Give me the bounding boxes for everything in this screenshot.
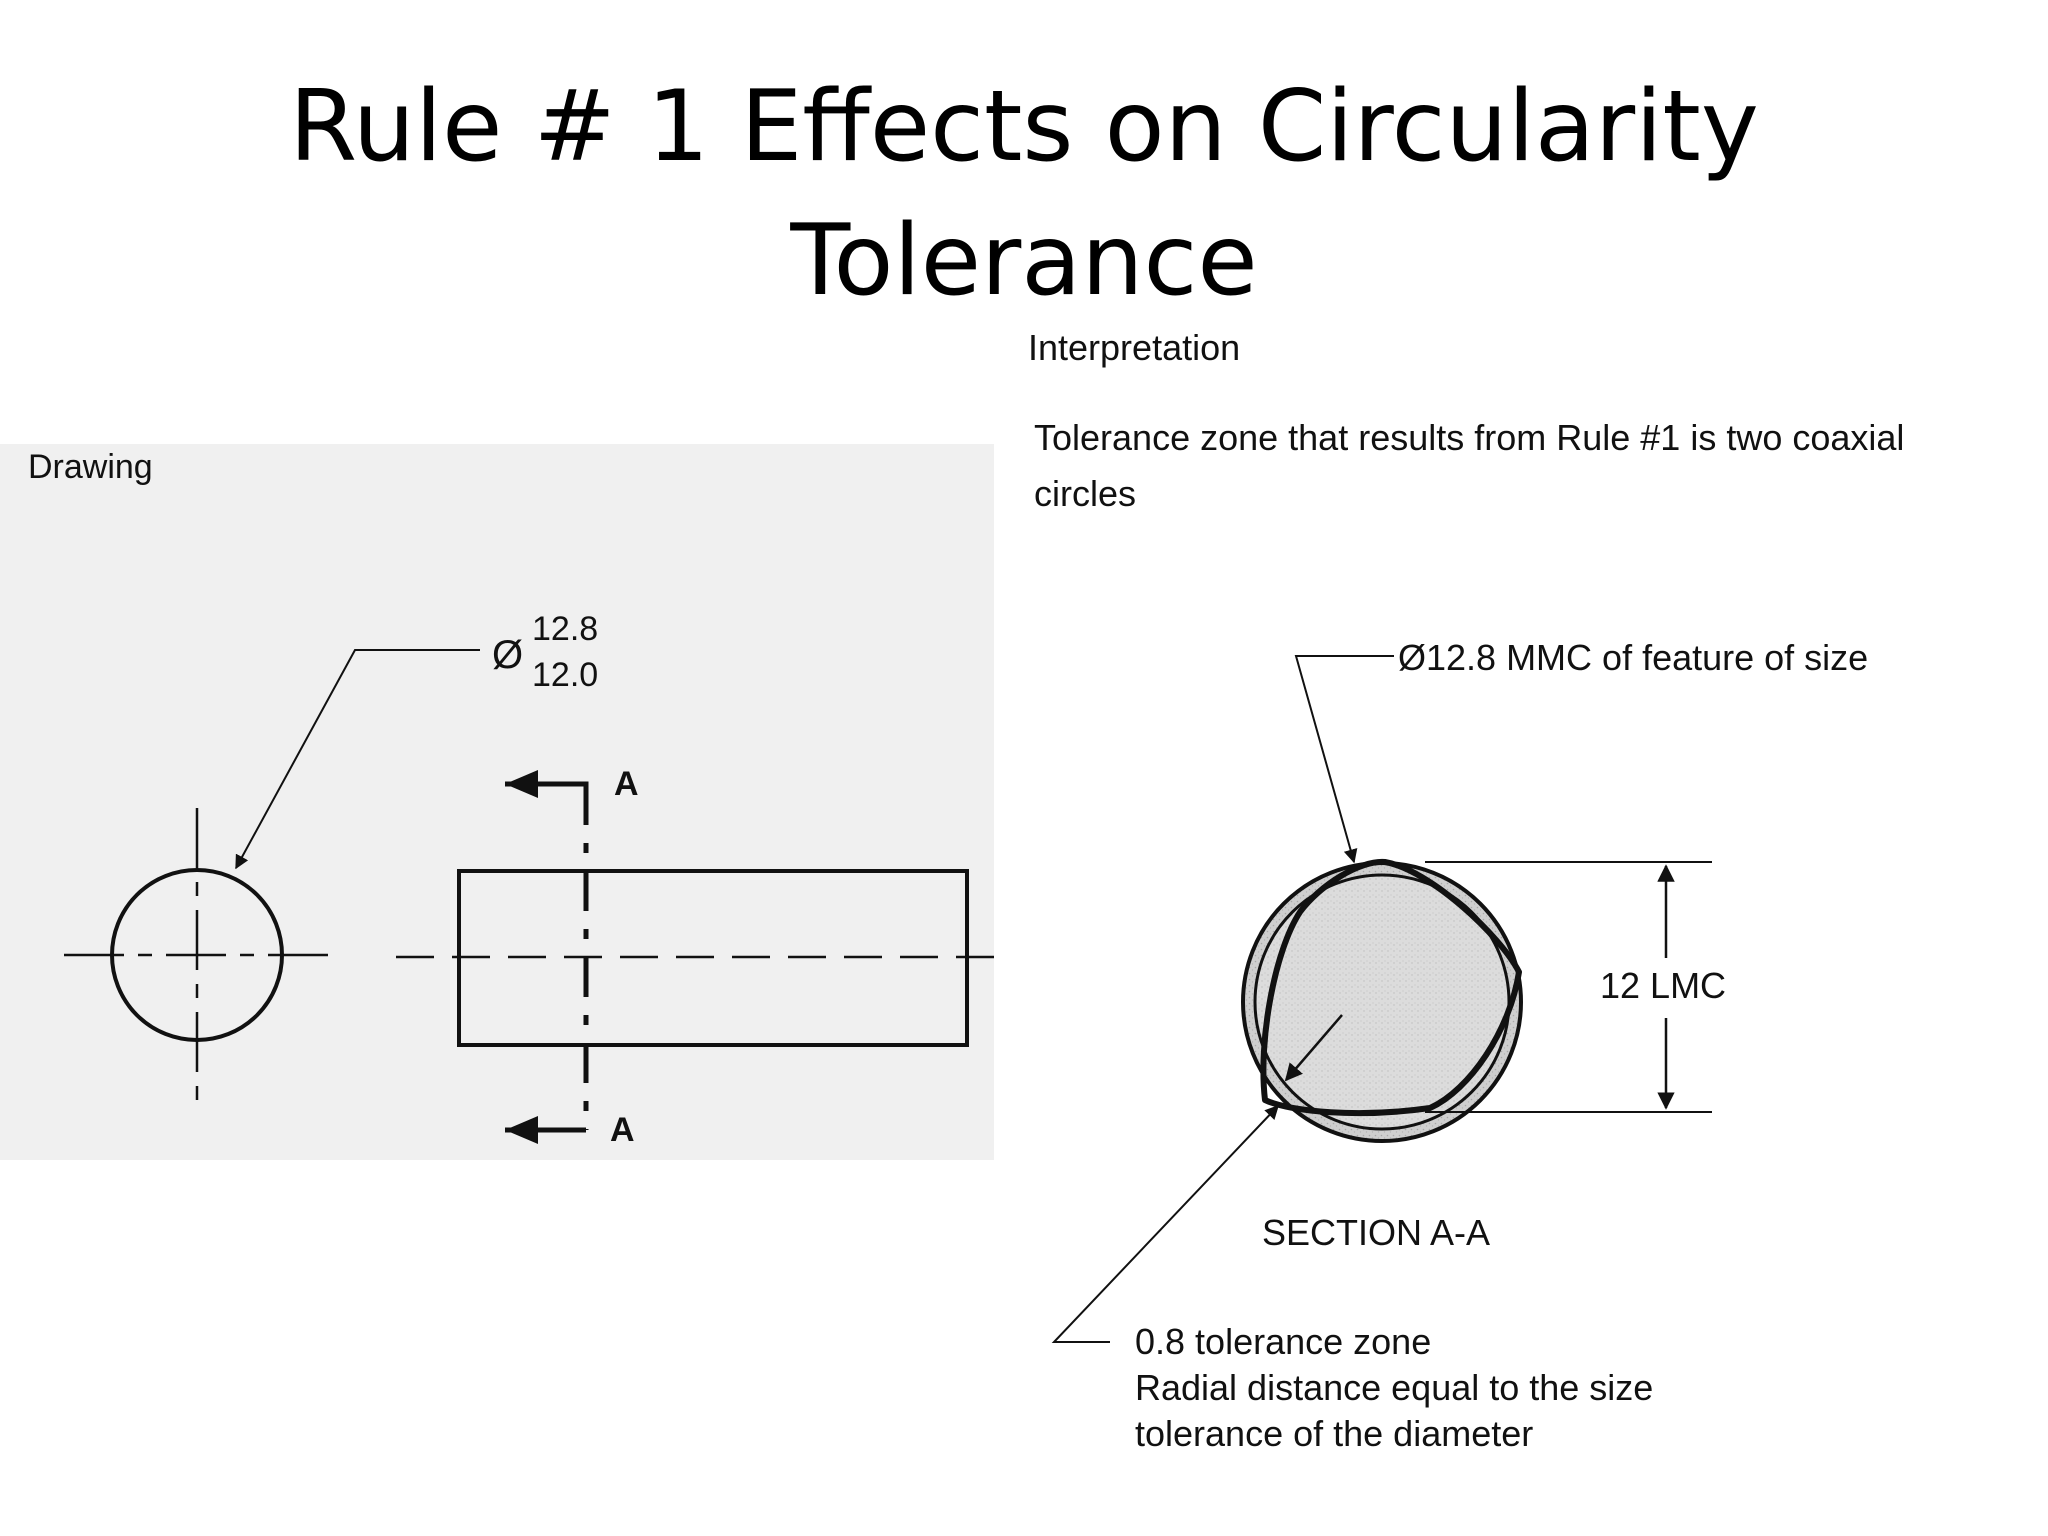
diameter-lower-limit: 12.0: [532, 656, 598, 694]
diameter-symbol: Ø: [492, 633, 523, 677]
diameter-leader-arrow: [235, 649, 480, 870]
section-cutting-plane: A A: [505, 765, 639, 1149]
interpretation-panel: Interpretation Tolerance zone that resul…: [1028, 327, 1904, 1454]
interpretation-heading: Interpretation: [1028, 327, 1240, 368]
tolerance-zone-line1: 0.8 tolerance zone: [1135, 1321, 1431, 1362]
mmc-label: Ø12.8 MMC of feature of size: [1398, 637, 1868, 678]
slide-title-line1: Rule # 1 Effects on Circularity: [289, 70, 1759, 184]
drawing-panel: Drawing Ø 12.8 12.0 A A: [0, 444, 994, 1160]
end-view: [64, 808, 330, 1102]
section-label-bottom: A: [610, 1111, 635, 1149]
diameter-upper-limit: 12.8: [532, 610, 598, 648]
drawing-label: Drawing: [28, 448, 153, 486]
section-view-label: SECTION A-A: [1262, 1212, 1490, 1253]
side-view: [396, 869, 994, 1047]
interpretation-description-line1: Tolerance zone that results from Rule #1…: [1034, 417, 1904, 458]
section-view: [1241, 858, 1523, 1143]
lmc-dimension: 12 LMC: [1425, 861, 1726, 1113]
actual-feature-profile: [1260, 858, 1522, 1117]
section-label-top: A: [614, 765, 639, 803]
cutting-plane-bottom-arrow: [505, 1116, 538, 1144]
radial-distance-arrow: [1284, 1014, 1343, 1082]
diameter-dimension: Ø 12.8 12.0: [235, 610, 598, 870]
drawing-panel-background: [0, 444, 994, 1160]
interpretation-description-line2: circles: [1034, 473, 1136, 514]
cutting-plane-top-arrow: [505, 770, 538, 798]
slide-title-line2: Tolerance: [790, 204, 1258, 318]
slide-title: Rule # 1 Effects on Circularity Toleranc…: [0, 60, 2048, 328]
tolerance-zone-leader-arrow: [1051, 1104, 1279, 1343]
lmc-label: 12 LMC: [1600, 965, 1726, 1006]
tolerance-zone-line3: tolerance of the diameter: [1135, 1413, 1533, 1454]
tolerance-zone-line2: Radial distance equal to the size: [1135, 1367, 1653, 1408]
mmc-leader-arrow: [1294, 655, 1394, 864]
